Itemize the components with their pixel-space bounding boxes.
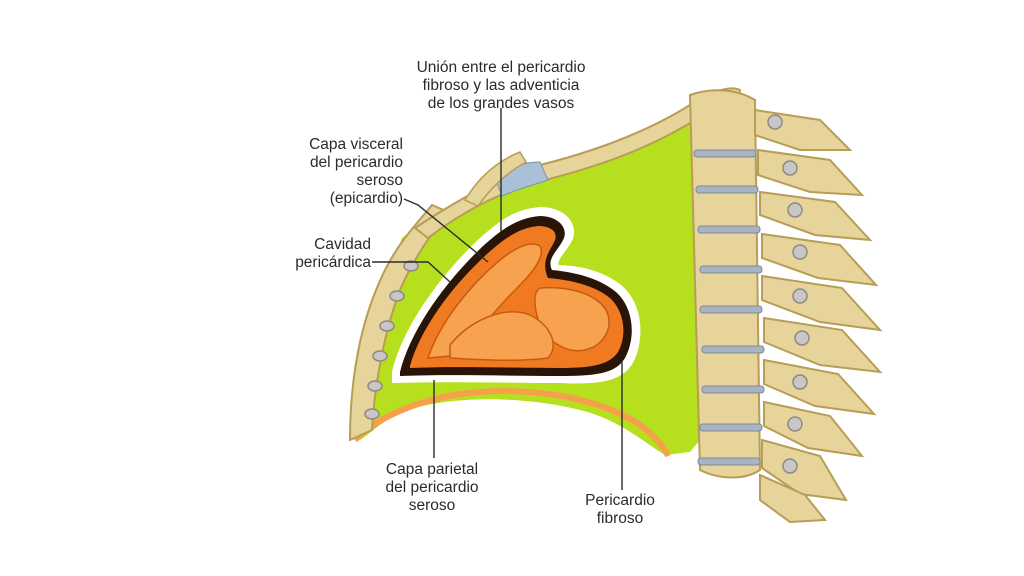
label-capa-parietal: Capa parietal del pericardio seroso [362, 461, 502, 515]
leader-cavidad [372, 261, 451, 283]
label-capa-visceral-line-2: del pericardio [309, 154, 403, 171]
label-cavidad-line-2: pericárdica [295, 254, 371, 271]
label-capa-visceral-line-1: Capa visceral [309, 136, 403, 153]
label-capa-parietal-line-3: seroso [408, 497, 456, 514]
costal-cartilages [364, 260, 419, 420]
label-capa-visceral-line-3: seroso [356, 172, 403, 189]
label-cavidad: Cavidad pericárdica [240, 236, 371, 272]
label-union-line-3: de los grandes vasos [427, 95, 575, 112]
label-union-line-1: Unión entre el pericardio [416, 59, 586, 76]
heart-and-pericardium [392, 206, 641, 384]
label-cavidad-line-1: Cavidad [314, 236, 371, 253]
label-pericardio-fibroso-line-2: fibroso [596, 510, 644, 527]
leader-lines [372, 108, 623, 490]
label-union: Unión entre el pericardio fibroso y las … [372, 59, 630, 113]
diaphragm [352, 388, 671, 458]
label-pericardio-fibroso-line-1: Pericardio [585, 492, 655, 509]
leader-capa-visceral [403, 198, 489, 263]
heart-chamber-right [534, 286, 610, 352]
label-capa-parietal-line-2: del pericardio [385, 479, 479, 496]
heart-chamber-lower [449, 311, 554, 362]
heart-chamber-left [426, 243, 542, 359]
sternal-angle [463, 151, 528, 207]
label-capa-parietal-line-1: Capa parietal [385, 461, 479, 478]
label-capa-visceral-line-4: (epicardio) [329, 190, 403, 207]
label-pericardio-fibroso: Pericardio fibroso [562, 492, 678, 528]
vertebral-column [688, 89, 883, 524]
label-union-line-2: fibroso y las adventicia [422, 77, 580, 94]
label-capa-visceral: Capa visceral del pericardio seroso (epi… [245, 136, 403, 208]
